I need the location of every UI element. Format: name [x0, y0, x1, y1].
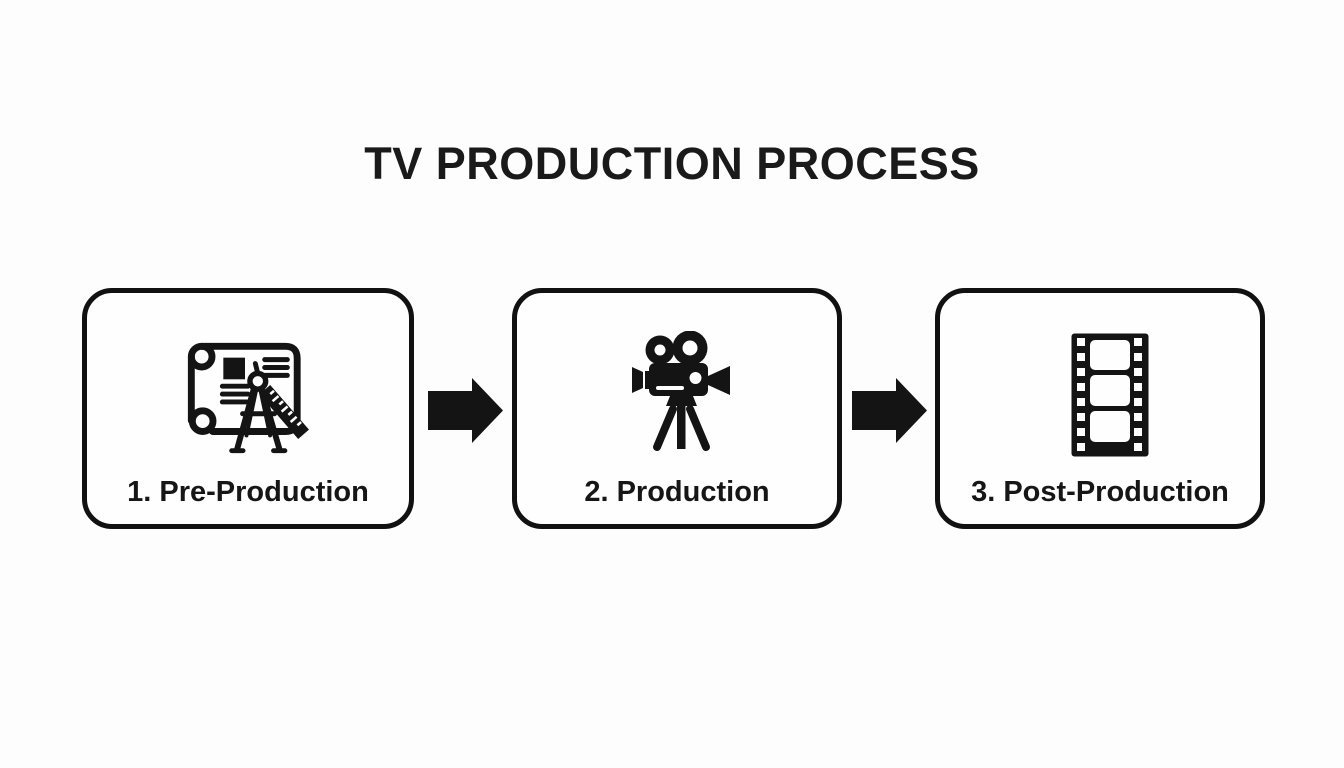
diagram-title: TV PRODUCTION PROCESS [364, 138, 980, 189]
movie-camera-tripod-icon [620, 331, 744, 459]
flow-arrow-icon [852, 378, 927, 443]
step-label-production: 2. Production [584, 476, 770, 508]
blueprint-compass-ruler-icon [175, 335, 315, 463]
step-box-production: 2. Production [512, 288, 842, 529]
step-label-post-production: 3. Post-Production [971, 476, 1229, 508]
step-box-pre-production: 1. Pre-Production [82, 288, 414, 529]
flow-arrow-icon [428, 378, 503, 443]
step-box-post-production: 3. Post-Production [935, 288, 1265, 529]
film-strip-icon [1071, 333, 1149, 457]
step-label-pre-production: 1. Pre-Production [127, 476, 369, 508]
